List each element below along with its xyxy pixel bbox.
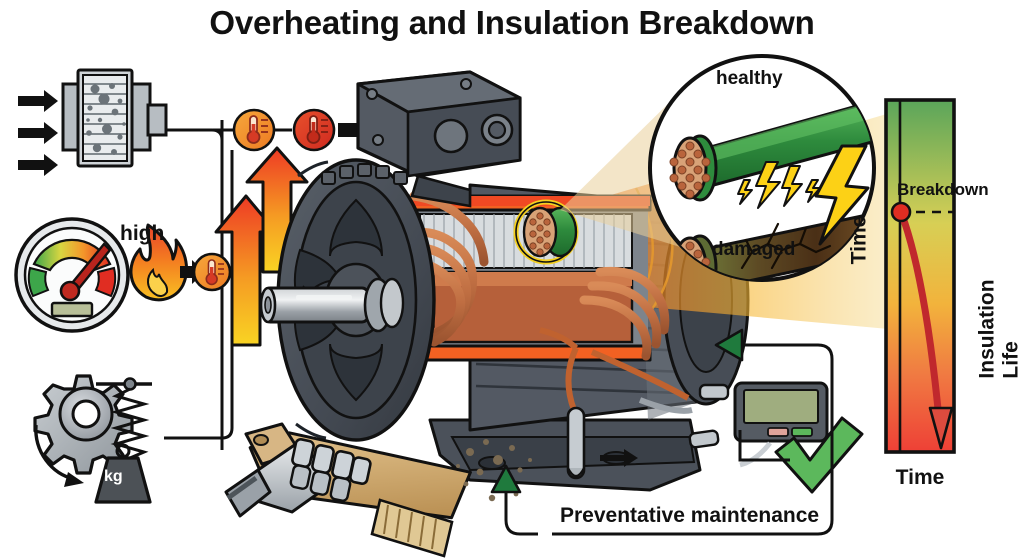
insulation-life-chart	[884, 98, 956, 454]
magnifier-circle-icon	[560, 54, 876, 282]
temperature-probe-icon	[539, 327, 638, 480]
heat-arrow-up-icon-1	[214, 194, 278, 347]
breakdown-annotation: Breakdown	[897, 180, 989, 199]
chart-left-axis-label: Time	[847, 215, 871, 265]
check-mark-icon	[774, 416, 864, 494]
high-label: high	[120, 222, 165, 245]
black-arrow-right-icon	[180, 260, 205, 284]
healthy-wire-icon	[669, 102, 874, 202]
feedback-loop-connectors	[504, 343, 834, 536]
clogged-air-filter-icon	[61, 68, 168, 168]
green-arrow-left-icon	[714, 328, 744, 362]
chart-x-axis-label: Time	[895, 466, 945, 489]
lightning-spark-icon	[737, 161, 821, 209]
thermometer-icon-3	[192, 252, 232, 292]
damaged-wire-label: damaged	[712, 239, 796, 260]
measurement-meter-icon	[590, 349, 829, 468]
lightning-spark-icon-main	[814, 144, 870, 246]
flame-icon	[129, 223, 188, 302]
page-title: Overheating and Insulation Breakdown	[209, 4, 815, 41]
spring-weight-icon	[94, 377, 152, 504]
robot-hand-brush-icon	[224, 422, 532, 558]
airflow-arrow-icon	[18, 90, 58, 176]
gauge-icon	[14, 217, 130, 333]
thermometer-icon-1	[232, 108, 276, 152]
green-arrow-up-icon	[490, 464, 522, 494]
healthy-wire-label: healthy	[716, 68, 783, 89]
chart-right-axis-label: Insulation Life	[975, 279, 1023, 379]
thermometer-icon-2	[292, 108, 336, 152]
preventative-maintenance-label: Preventative maintenance	[560, 504, 820, 527]
weight-unit-label: kg	[104, 468, 123, 485]
gear-icon	[33, 374, 134, 487]
